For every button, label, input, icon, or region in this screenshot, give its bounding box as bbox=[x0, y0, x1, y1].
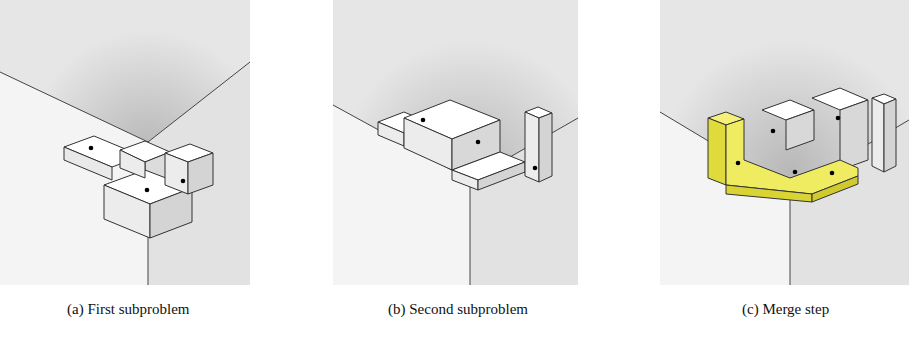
subfigure-caption: (a) First subproblem bbox=[67, 300, 189, 318]
subfigure-caption: (b) Second subproblem bbox=[388, 300, 528, 318]
subfigure-caption: (c) Merge step bbox=[742, 300, 829, 318]
